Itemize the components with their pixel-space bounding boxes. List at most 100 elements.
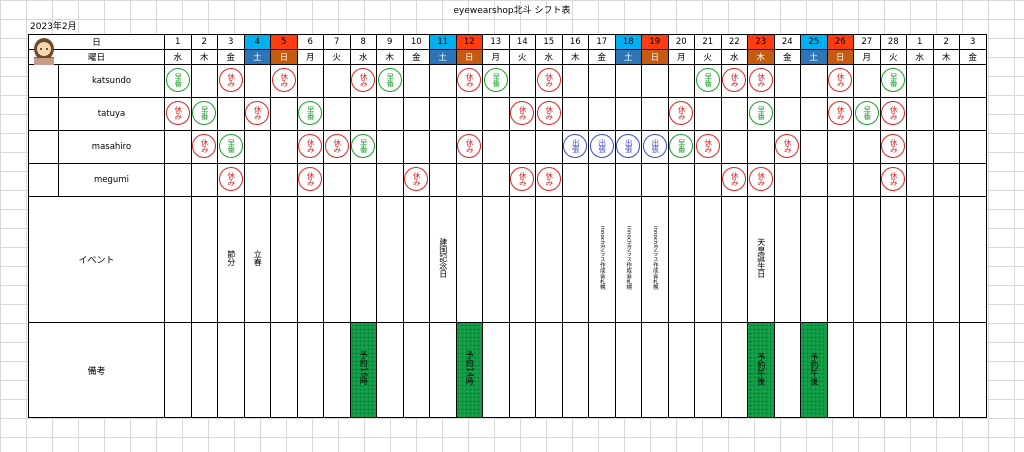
event-cell[interactable]: [190, 196, 218, 323]
weekday-cell[interactable]: 火: [879, 49, 907, 65]
note-cell[interactable]: [694, 322, 722, 418]
shift-cell[interactable]: [164, 130, 192, 164]
shift-cell[interactable]: 休み: [508, 163, 536, 197]
day-number-cell[interactable]: 25: [800, 34, 828, 50]
shift-cell[interactable]: [323, 64, 351, 98]
day-number-cell[interactable]: 23: [747, 34, 775, 50]
note-cell[interactable]: [190, 322, 218, 418]
shift-cell[interactable]: [906, 97, 934, 131]
weekday-cell[interactable]: 火: [694, 49, 722, 65]
event-cell[interactable]: [667, 196, 695, 323]
shift-cell[interactable]: 早番: [217, 130, 245, 164]
shift-cell[interactable]: 休み: [826, 64, 854, 98]
weekday-cell[interactable]: 月: [667, 49, 695, 65]
shift-cell[interactable]: [270, 97, 298, 131]
day-number-cell[interactable]: 21: [694, 34, 722, 50]
event-cell[interactable]: 天皇誕生日: [747, 196, 775, 323]
shift-cell[interactable]: [535, 130, 563, 164]
shift-cell[interactable]: 休み: [349, 64, 377, 98]
day-number-cell[interactable]: 1: [164, 34, 192, 50]
shift-cell[interactable]: [482, 163, 510, 197]
shift-cell[interactable]: [667, 64, 695, 98]
shift-cell[interactable]: [747, 130, 775, 164]
note-cell[interactable]: [641, 322, 669, 418]
shift-cell[interactable]: 休み: [455, 130, 483, 164]
day-number-cell[interactable]: 15: [535, 34, 563, 50]
event-cell[interactable]: [561, 196, 589, 323]
weekday-cell[interactable]: 金: [588, 49, 616, 65]
shift-cell[interactable]: 早番: [853, 97, 881, 131]
shift-cell[interactable]: [376, 97, 404, 131]
shift-cell[interactable]: [217, 97, 245, 131]
shift-cell[interactable]: 休み: [270, 64, 298, 98]
shift-cell[interactable]: [429, 130, 457, 164]
weekday-cell[interactable]: 木: [747, 49, 775, 65]
note-cell[interactable]: 予約16時: [349, 322, 377, 418]
shift-cell[interactable]: [694, 97, 722, 131]
shift-cell[interactable]: [614, 163, 642, 197]
weekday-cell[interactable]: 土: [243, 49, 271, 65]
event-cell[interactable]: [482, 196, 510, 323]
shift-cell[interactable]: 休み: [826, 97, 854, 131]
weekday-cell[interactable]: 火: [323, 49, 351, 65]
event-cell[interactable]: [800, 196, 828, 323]
shift-cell[interactable]: [243, 163, 271, 197]
note-cell[interactable]: [826, 322, 854, 418]
shift-cell[interactable]: 休み: [323, 130, 351, 164]
day-number-cell[interactable]: 5: [270, 34, 298, 50]
note-cell[interactable]: [535, 322, 563, 418]
shift-cell[interactable]: 休み: [217, 64, 245, 98]
day-number-cell[interactable]: 3: [959, 34, 987, 50]
shift-cell[interactable]: 休み: [879, 163, 907, 197]
shift-cell[interactable]: [349, 97, 377, 131]
weekday-cell[interactable]: 火: [508, 49, 536, 65]
shift-cell[interactable]: [773, 64, 801, 98]
shift-cell[interactable]: [641, 64, 669, 98]
note-cell[interactable]: [429, 322, 457, 418]
day-number-cell[interactable]: 9: [376, 34, 404, 50]
weekday-cell[interactable]: 日: [455, 49, 483, 65]
shift-cell[interactable]: 休み: [535, 97, 563, 131]
event-cell[interactable]: [694, 196, 722, 323]
note-cell[interactable]: [296, 322, 324, 418]
day-number-cell[interactable]: 26: [826, 34, 854, 50]
weekday-cell[interactable]: 日: [641, 49, 669, 65]
day-number-cell[interactable]: 16: [561, 34, 589, 50]
shift-cell[interactable]: [190, 64, 218, 98]
shift-cell[interactable]: 出張: [641, 130, 669, 164]
day-number-cell[interactable]: 3: [217, 34, 245, 50]
note-cell[interactable]: [588, 322, 616, 418]
shift-cell[interactable]: [402, 130, 430, 164]
note-cell[interactable]: [720, 322, 748, 418]
note-cell[interactable]: [561, 322, 589, 418]
shift-cell[interactable]: 休み: [243, 97, 271, 131]
shift-cell[interactable]: 休み: [402, 163, 430, 197]
shift-cell[interactable]: 休み: [879, 130, 907, 164]
shift-cell[interactable]: [906, 130, 934, 164]
shift-cell[interactable]: [773, 97, 801, 131]
event-cell[interactable]: 節分: [217, 196, 245, 323]
note-cell[interactable]: [667, 322, 695, 418]
shift-cell[interactable]: 早番: [747, 97, 775, 131]
shift-cell[interactable]: [800, 163, 828, 197]
weekday-cell[interactable]: 水: [349, 49, 377, 65]
shift-cell[interactable]: [270, 163, 298, 197]
event-cell[interactable]: [455, 196, 483, 323]
shift-cell[interactable]: 休み: [455, 64, 483, 98]
note-cell[interactable]: [853, 322, 881, 418]
weekday-cell[interactable]: 土: [614, 49, 642, 65]
note-cell[interactable]: [773, 322, 801, 418]
note-cell[interactable]: [906, 322, 934, 418]
shift-cell[interactable]: [323, 97, 351, 131]
shift-cell[interactable]: 出張: [614, 130, 642, 164]
shift-cell[interactable]: [800, 64, 828, 98]
shift-cell[interactable]: 早番: [190, 97, 218, 131]
weekday-cell[interactable]: 金: [773, 49, 801, 65]
shift-cell[interactable]: 休み: [720, 163, 748, 197]
shift-cell[interactable]: 出張: [561, 130, 589, 164]
shift-cell[interactable]: [959, 64, 987, 98]
shift-cell[interactable]: [296, 64, 324, 98]
shift-cell[interactable]: 休み: [667, 97, 695, 131]
shift-cell[interactable]: [959, 163, 987, 197]
note-cell[interactable]: [402, 322, 430, 418]
